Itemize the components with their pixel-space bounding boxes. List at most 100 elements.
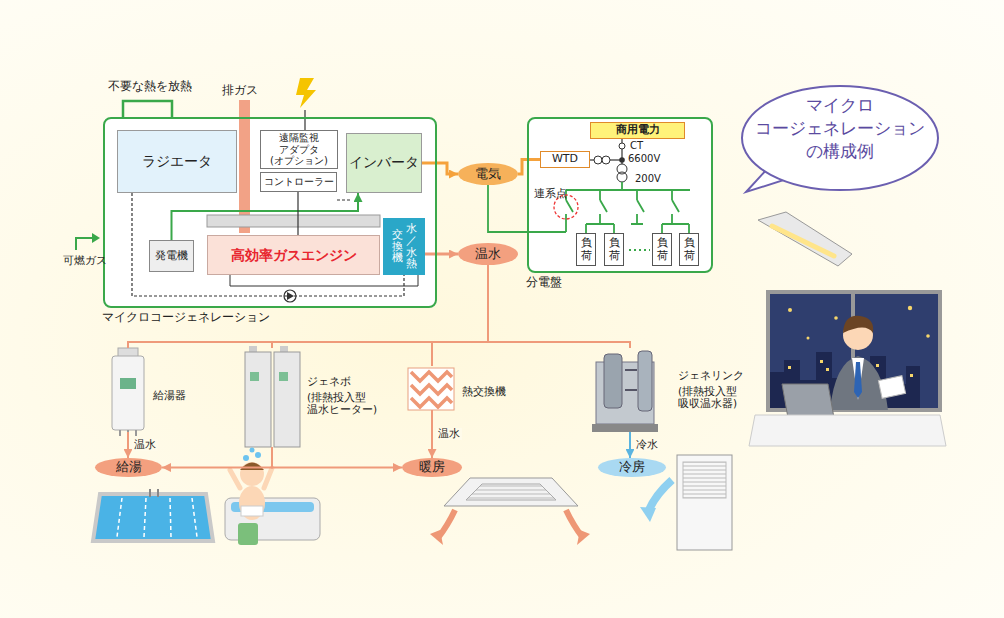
- genelink-illustration: [604, 354, 622, 408]
- floor-air-conditioner: [683, 462, 726, 498]
- grid-power-box: 商用電力: [590, 122, 685, 139]
- office-worker-scene: [926, 334, 930, 338]
- cogeneration-unit: マイクロコージェネレーションラジエータ遠隔監視 アダプタ (オプション)コントロ…: [103, 117, 437, 308]
- node-label: 負荷: [609, 237, 620, 261]
- voltage-label: 200V: [635, 173, 661, 185]
- water-heater-illustration: [112, 348, 144, 436]
- panel-wiring: [554, 195, 578, 219]
- heat-exchanger-illustration: [411, 372, 452, 407]
- floor-air-conditioner: [640, 507, 656, 522]
- lightning-bolt: [296, 78, 316, 130]
- office-worker-scene: [782, 384, 834, 418]
- heat-exchanger-box: 水／水熱交換機: [383, 218, 425, 275]
- node-label: 水／水熱: [406, 223, 417, 269]
- chilled-water-pipe: [629, 432, 631, 458]
- annotation: 不要な熱を放熱: [108, 80, 192, 93]
- office-worker-scene: [910, 374, 913, 377]
- node-label: インバータ: [349, 155, 419, 171]
- panel-wiring: [617, 172, 627, 182]
- control-line: [297, 192, 298, 235]
- exhaust-stack: [239, 100, 250, 233]
- gas-engine-box: 高効率ガスエンジン: [207, 235, 380, 275]
- ellipse-shape: [95, 458, 162, 477]
- connection-point-label: 連系点: [534, 188, 545, 201]
- pool-illustration: [93, 494, 213, 541]
- pool-illustration: [117, 498, 197, 537]
- heat-exchanger-illustration: [411, 372, 452, 381]
- pool-illustration: [117, 498, 197, 537]
- bath-illustration: [238, 523, 258, 545]
- title-bubble: [742, 86, 938, 190]
- electricity-ellipse: 電気: [458, 163, 518, 185]
- bath-illustration: [241, 506, 263, 516]
- office-worker-scene: [749, 292, 946, 446]
- hot-water-pipe: [272, 447, 402, 468]
- ct-label: CT: [630, 140, 643, 152]
- ellipse-shape: [598, 458, 666, 477]
- office-worker-scene: [788, 366, 791, 369]
- panel-wiring: [586, 190, 614, 233]
- voltage-label: 6600V: [628, 153, 660, 165]
- cooling-loop: [337, 200, 352, 201]
- exhaust-stack: [239, 100, 250, 233]
- genelink-illustration: [592, 424, 658, 432]
- annotation: 排ガス: [222, 84, 258, 97]
- node-label: 給湯器: [153, 390, 195, 403]
- node-label: 高効率ガスエンジン: [231, 247, 357, 263]
- node-label: 負荷: [581, 237, 592, 261]
- node-label: 熱交換機: [462, 386, 520, 399]
- floor-air-conditioner: [677, 455, 732, 550]
- ceiling-lamp: [758, 212, 852, 266]
- genebo-device: ジェネボ (排熱投入型 温水ヒーター): [245, 348, 395, 447]
- generator-box: 発電機: [149, 240, 194, 272]
- floor-air-conditioner: [648, 480, 672, 512]
- panel-wiring: [594, 156, 602, 164]
- genebo-illustration: [279, 372, 288, 381]
- power-line: [422, 163, 458, 174]
- adapter-box: 遠隔監視 アダプタ (オプション): [260, 130, 338, 169]
- engine-cover-bar: [207, 215, 380, 227]
- node-sublabel: (排熱投入型 温水ヒーター): [307, 391, 395, 415]
- lightning-bolt: [296, 78, 316, 108]
- office-worker-scene: [749, 415, 946, 446]
- node-label: ジェネボ: [307, 376, 395, 389]
- node-label: 電気: [475, 167, 501, 182]
- hot-water-pipe: [488, 265, 630, 348]
- panel-wiring: [629, 249, 650, 251]
- box-ground: [527, 117, 713, 273]
- bath-illustration: [240, 462, 264, 486]
- generator-power-line: [172, 193, 359, 240]
- node-label: WTD: [552, 153, 578, 166]
- office-worker-scene: [852, 358, 864, 400]
- panel-wiring: [602, 156, 610, 164]
- office-worker-scene: [820, 360, 823, 363]
- office-worker-scene: [834, 316, 838, 320]
- genelink-device: ジェネリンク(排熱投入型 吸収温水器): [590, 348, 755, 432]
- hot-water-pipe: [127, 432, 129, 458]
- node-label: 商用電力: [616, 124, 660, 137]
- genelink-illustration: [592, 351, 658, 432]
- gas-inlet-arrow: [76, 238, 92, 250]
- bath-illustration: [243, 455, 249, 461]
- radiator-box: ラジエータ: [117, 130, 237, 193]
- node-sublabel: 交換機: [392, 229, 403, 264]
- cooling-loop: [230, 275, 418, 286]
- office-worker-scene: [878, 376, 905, 399]
- edge-label: 冷水: [634, 439, 660, 452]
- bath-illustration: [255, 452, 261, 458]
- ellipse-shape: [402, 458, 462, 477]
- lightning-bolt: [304, 110, 305, 130]
- panel-wiring: [662, 190, 689, 233]
- office-worker-scene: [807, 337, 810, 340]
- water-heater-illustration: [120, 378, 136, 389]
- bath-illustration: [239, 486, 265, 520]
- heat-exchanger-illustration: [408, 368, 454, 410]
- hot-water-pipe: [432, 265, 488, 366]
- node-label: 遠隔監視 アダプタ (オプション): [263, 132, 335, 167]
- heat-exchanger-device: 熱交換機: [408, 366, 520, 410]
- title-text: マイクロ コージェネレーション の構成例: [752, 94, 928, 163]
- heat-release-bracket: [123, 101, 172, 117]
- load-box: 負荷: [679, 233, 699, 266]
- title-bubble: [742, 86, 938, 192]
- heat-exchanger-illustration: [408, 368, 454, 410]
